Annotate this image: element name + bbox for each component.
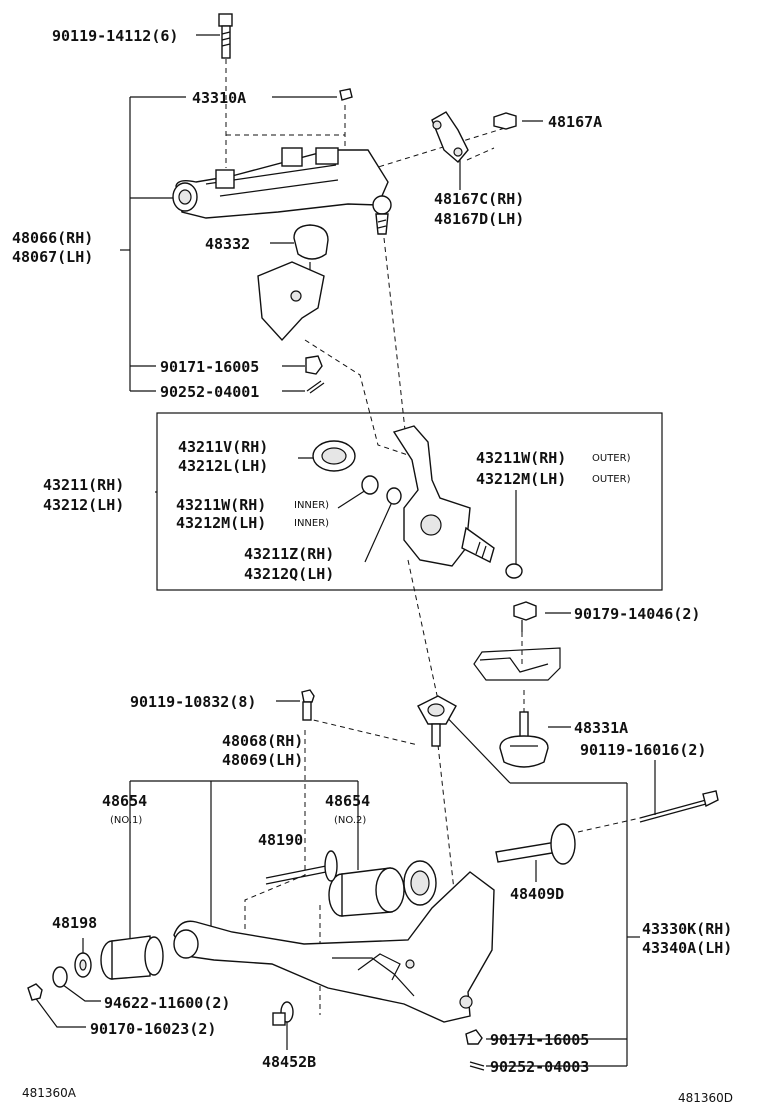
label-43330k[interactable]: 43330K(RH) [642, 920, 732, 938]
label-inner-1: INNER) [294, 500, 329, 511]
cam-48452b-icon [272, 1001, 294, 1026]
label-94622-11600[interactable]: 94622-11600(2) [104, 994, 230, 1012]
label-90171-16005-bot[interactable]: 90171-16005 [490, 1031, 589, 1049]
bushing-48654-no2-icon [328, 867, 405, 917]
bushing-48654-no1-icon [100, 935, 164, 980]
bushing-43211z-icon [386, 487, 402, 505]
label-90119-10832[interactable]: 90119-10832(8) [130, 693, 256, 711]
label-90119-14112[interactable]: 90119-14112(6) [52, 27, 178, 45]
label-43211z[interactable]: 43211Z(RH) [244, 545, 334, 563]
small-nut-43310a-icon [339, 88, 353, 101]
long-bolt-90119-16016-icon [639, 790, 719, 823]
label-90252-04001[interactable]: 90252-04001 [160, 383, 259, 401]
cotter-pin-top-icon [306, 380, 325, 394]
ball-joint-48331a-icon [499, 711, 549, 768]
leader-lines [33, 34, 663, 1067]
label-inner-2: INNER) [294, 518, 329, 529]
label-outer-2: OUTER) [592, 474, 631, 485]
bolt-90119-10832-icon [301, 689, 315, 721]
washer-94622-icon [52, 966, 68, 988]
plate-bracket-icon [473, 647, 561, 681]
cam-bolt-48409d-icon [495, 823, 576, 865]
bracket-48167-icon [431, 111, 517, 163]
label-43212l[interactable]: 43212L(LH) [178, 457, 268, 475]
inner-bearing-icon [361, 475, 379, 495]
part-labels: 90119-14112(6) 43310A 48167A 48167C(RH) … [12, 27, 733, 1105]
label-90252-04003[interactable]: 90252-04003 [490, 1058, 589, 1076]
label-43212[interactable]: 43212(LH) [43, 496, 124, 514]
lower-ball-joint-upper-icon [417, 695, 457, 747]
label-48167c[interactable]: 48167C(RH) [434, 190, 524, 208]
label-43212q[interactable]: 43212Q(LH) [244, 565, 334, 583]
label-43211v[interactable]: 43211V(RH) [178, 438, 268, 456]
washer-48198-icon [74, 952, 92, 978]
label-48068[interactable]: 48068(RH) [222, 732, 303, 750]
label-43211w-outer[interactable]: 43211W(RH) [476, 449, 566, 467]
label-outer-1: OUTER) [592, 453, 631, 464]
nut-90170-icon [27, 983, 43, 1001]
label-43212m-inner[interactable]: 43212M(LH) [176, 514, 266, 532]
label-43310a[interactable]: 43310A [192, 89, 246, 107]
label-43211[interactable]: 43211(RH) [43, 476, 124, 494]
label-48167a[interactable]: 48167A [548, 113, 602, 131]
nut-90171-bot-icon [465, 1029, 483, 1045]
label-48167d[interactable]: 48167D(LH) [434, 210, 524, 228]
bolt-90179-icon [513, 601, 537, 632]
label-48331a[interactable]: 48331A [574, 719, 628, 737]
bump-stopper-48332-icon [293, 224, 329, 270]
label-48067[interactable]: 48067(LH) [12, 248, 93, 266]
label-48409d[interactable]: 48409D [510, 885, 564, 903]
outer-bearing-icon [505, 563, 523, 579]
label-48654-a[interactable]: 48654 [102, 792, 147, 810]
hub-seal-43211v-icon [312, 440, 356, 472]
label-no1: (NO.1) [110, 815, 142, 826]
label-90179-14046[interactable]: 90179-14046(2) [574, 605, 700, 623]
bolt-48190-icon [265, 850, 338, 885]
label-48069[interactable]: 48069(LH) [222, 751, 303, 769]
label-no2: (NO.2) [334, 815, 366, 826]
stopper-bracket-icon [257, 261, 325, 342]
lower-control-arm-icon [173, 860, 495, 1023]
nut-90171-top-icon [305, 355, 323, 375]
label-43211w-inner[interactable]: 43211W(RH) [176, 496, 266, 514]
label-90171-16005-top[interactable]: 90171-16005 [160, 358, 259, 376]
top-bolt-icon [218, 13, 233, 59]
label-48198[interactable]: 48198 [52, 914, 97, 932]
label-48190[interactable]: 48190 [258, 831, 303, 849]
footer-code-right: 481360D [678, 1091, 733, 1105]
label-43212m-outer[interactable]: 43212M(LH) [476, 470, 566, 488]
steering-knuckle-icon [392, 425, 495, 567]
label-48332[interactable]: 48332 [205, 235, 250, 253]
label-43340a[interactable]: 43340A(LH) [642, 939, 732, 957]
label-48452b[interactable]: 48452B [262, 1053, 316, 1071]
label-90119-16016[interactable]: 90119-16016(2) [580, 741, 706, 759]
label-48654-b[interactable]: 48654 [325, 792, 370, 810]
label-90170-16023[interactable]: 90170-16023(2) [90, 1020, 216, 1038]
footer-code-left: 481360A [22, 1086, 77, 1100]
cotter-pin-bot-icon [469, 1061, 485, 1071]
assembly-dashed-lines [225, 50, 641, 1015]
upper-control-arm-icon [172, 147, 392, 235]
label-48066[interactable]: 48066(RH) [12, 229, 93, 247]
